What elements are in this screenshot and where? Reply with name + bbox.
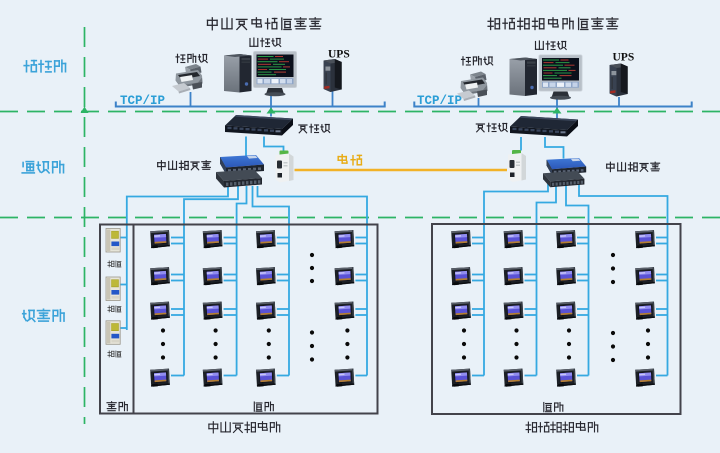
svg-text:UPS: UPS (613, 52, 635, 64)
svg-text:TCP/IP: TCP/IP (120, 94, 165, 108)
svg-text:UPS: UPS (328, 49, 350, 61)
svg-text:TCP/IP: TCP/IP (417, 94, 462, 108)
